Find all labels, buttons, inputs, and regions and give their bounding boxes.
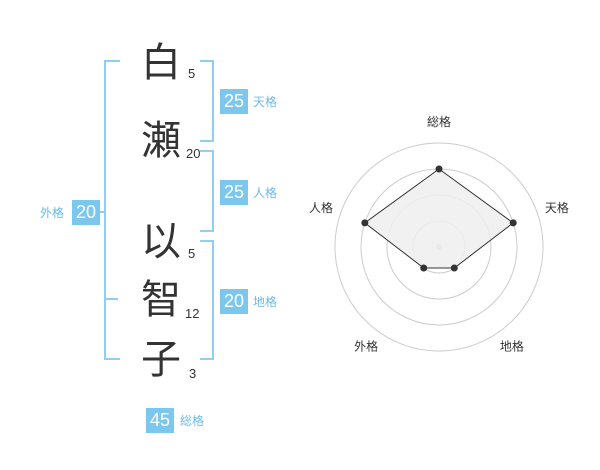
- chikaku-label: 地格: [253, 295, 278, 309]
- tenkaku-bracket: [200, 60, 214, 142]
- name-char-1: 白: [141, 40, 181, 86]
- gaikaku-bracket: [104, 60, 120, 360]
- gaikaku-bracket-arm: [96, 211, 106, 213]
- stroke-count-3: 5: [188, 246, 196, 261]
- gaikaku-label: 外格: [40, 206, 65, 220]
- jinkaku-label: 人格: [253, 186, 278, 200]
- chikaku-bracket: [200, 240, 214, 360]
- name-char-3: 以: [141, 219, 181, 265]
- stroke-count-4: 12: [185, 306, 200, 321]
- radar-axis-label-3: 地格: [500, 338, 524, 353]
- stroke-count-5: 3: [189, 366, 197, 381]
- stroke-count-2: 20: [186, 146, 201, 161]
- stroke-count-1: 5: [188, 66, 196, 81]
- radar-point-1: [435, 165, 443, 173]
- radar-point-3: [450, 264, 458, 272]
- gaikaku-bracket-tick: [104, 298, 118, 300]
- soukaku-label: 総格: [180, 414, 205, 428]
- tenkaku-value: 25: [220, 89, 248, 114]
- radar-ring-4: [334, 142, 544, 352]
- radar-axis-label-4: 外格: [354, 338, 378, 353]
- jinkaku-bracket: [200, 150, 214, 232]
- gaikaku-value: 20: [72, 200, 100, 225]
- name-char-5: 子: [141, 337, 181, 383]
- name-char-4: 智: [141, 277, 181, 323]
- radar-axis-label-2: 天格: [545, 200, 569, 215]
- name-char-2: 瀬: [141, 118, 181, 164]
- radar-area: [363, 168, 515, 269]
- radar-axis-label-5: 人格: [309, 200, 333, 215]
- tenkaku-label: 天格: [253, 95, 278, 109]
- radar-point-2: [509, 219, 517, 227]
- radar-axis-label-1: 総格: [427, 114, 451, 129]
- radar-point-4: [420, 264, 428, 272]
- chikaku-value: 20: [220, 289, 248, 314]
- jinkaku-value: 25: [220, 180, 248, 205]
- radar-point-5: [361, 219, 369, 227]
- soukaku-value: 45: [146, 408, 174, 433]
